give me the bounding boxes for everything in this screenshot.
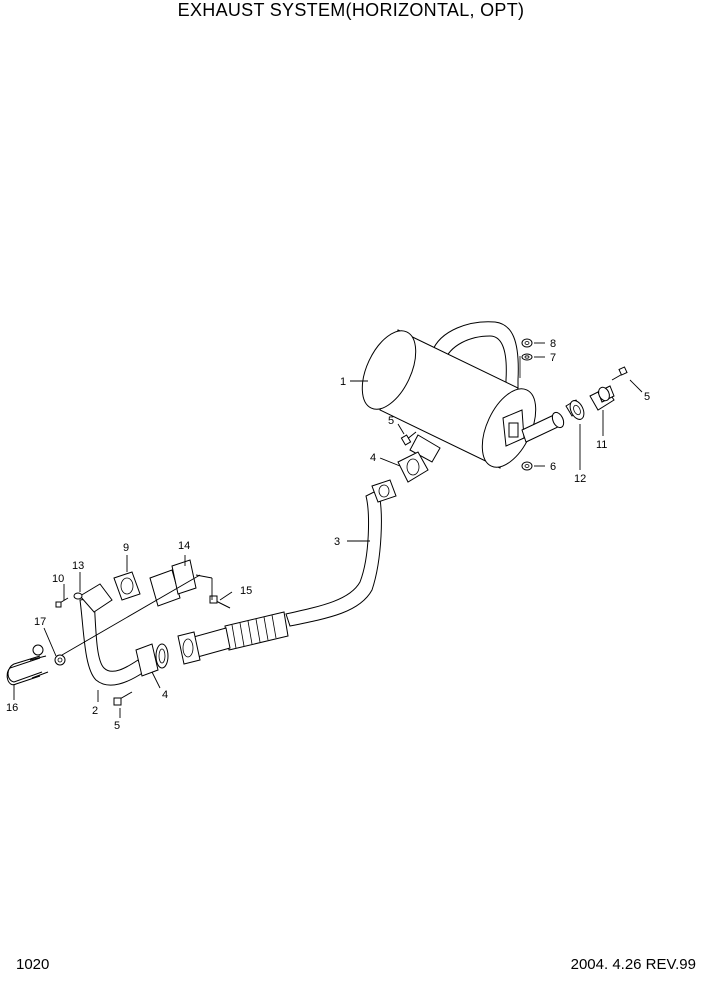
callout-5-bottom: 5 [114, 720, 120, 732]
callout-11: 11 [596, 439, 607, 451]
callout-10: 10 [52, 573, 64, 585]
page-title: EXHAUST SYSTEM(HORIZONTAL, OPT) [177, 0, 525, 20]
callout-17: 17 [34, 616, 46, 628]
callout-9: 9 [123, 542, 129, 554]
leader-lines [13, 342, 643, 718]
callout-15: 15 [240, 585, 252, 597]
callout-3: 3 [334, 536, 340, 548]
bolt-15 [209, 595, 231, 609]
tail-pipe-assembly [565, 366, 628, 420]
bolt-5-bottom [113, 691, 133, 706]
callout-5-tail: 5 [644, 391, 650, 403]
muffler-hardware [521, 338, 533, 471]
callout-6: 6 [550, 461, 556, 473]
callout-2: 2 [92, 705, 98, 717]
callout-12: 12 [574, 473, 586, 485]
callout-4-lower: 4 [162, 689, 168, 701]
page-number: 1020 [16, 956, 50, 973]
bracket-14 [149, 559, 197, 607]
u-bolt-16 [6, 644, 49, 686]
exhaust-pipe-3 [177, 479, 397, 665]
callout-5-inlet: 5 [388, 415, 394, 427]
muffler [361, 321, 565, 469]
callout-14: 14 [178, 540, 190, 552]
callout-7: 7 [550, 352, 556, 364]
callout-8: 8 [550, 338, 556, 350]
gasket-upper [397, 451, 429, 483]
callout-13: 13 [72, 560, 84, 572]
callout-16: 16 [6, 702, 18, 714]
elbow-pipe-2 [79, 583, 159, 686]
revision-date: 2004. 4.26 REV.99 [570, 956, 696, 973]
gasket-9 [113, 571, 141, 601]
small-hardware [54, 592, 83, 666]
inlet-bolt [400, 431, 417, 446]
callout-1: 1 [340, 376, 346, 388]
callout-4-upper: 4 [370, 452, 376, 464]
gasket-lower [155, 643, 169, 669]
